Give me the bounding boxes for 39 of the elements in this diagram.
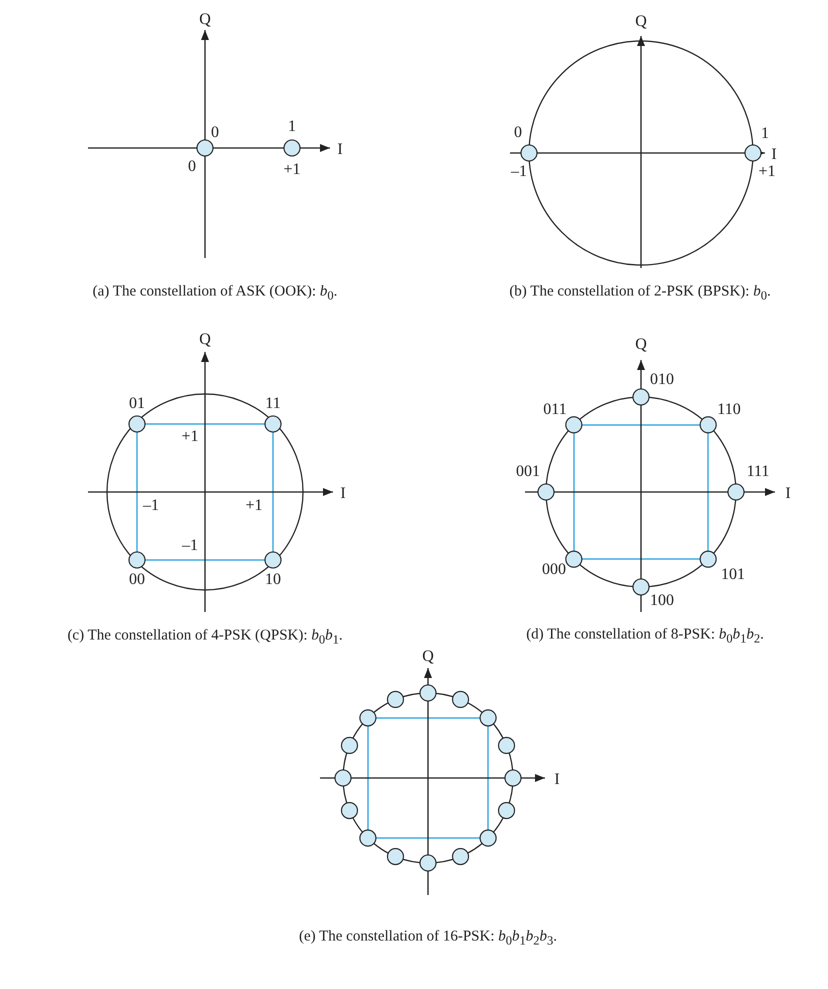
axis-label: I bbox=[337, 142, 343, 158]
figure-caption: (c) The constellation of 4-PSK (QPSK): b$_{0}$b$_{1}$. bbox=[67, 628, 343, 646]
axis-label: I bbox=[340, 486, 346, 502]
bit-label: 0 bbox=[211, 125, 219, 141]
axis-label: Q bbox=[199, 12, 211, 28]
figure-caption: (b) The constellation of 2-PSK (BPSK): b$_{0}$. bbox=[509, 284, 771, 302]
tick-label: –1 bbox=[511, 164, 527, 180]
bit-label: 1 bbox=[761, 126, 769, 142]
bit-label: 000 bbox=[542, 562, 566, 578]
bit-label: 00 bbox=[129, 572, 145, 588]
tick-label: +1 bbox=[245, 498, 263, 514]
bit-label: 011 bbox=[543, 402, 567, 418]
axis-label: Q bbox=[635, 14, 647, 30]
bit-label: 11 bbox=[265, 396, 281, 412]
bit-label: 0 bbox=[514, 125, 522, 141]
axis-label: Q bbox=[199, 332, 211, 348]
bit-label: 101 bbox=[721, 567, 745, 583]
tick-label: +1 bbox=[181, 429, 199, 445]
bit-label: 1 bbox=[288, 119, 296, 135]
bit-label: 001 bbox=[516, 464, 540, 480]
figure-caption: (a) The constellation of ASK (OOK): b$_{0}$. bbox=[92, 284, 338, 302]
bit-label: 10 bbox=[265, 572, 281, 588]
axis-label: Q bbox=[422, 649, 434, 665]
axis-label: I bbox=[785, 486, 791, 502]
axis-label: I bbox=[771, 147, 777, 163]
bit-label: 110 bbox=[717, 402, 741, 418]
bit-label: 010 bbox=[650, 372, 674, 388]
bit-label: 01 bbox=[129, 396, 145, 412]
axis-label: Q bbox=[635, 337, 647, 353]
tick-label: +1 bbox=[283, 162, 301, 178]
tick-label: +1 bbox=[758, 164, 776, 180]
tick-label: –1 bbox=[182, 538, 198, 554]
figure-caption: (d) The constellation of 8-PSK: b$_{0}$b$_{1}$b$_{2}$. bbox=[526, 627, 764, 645]
figure-caption: (e) The constellation of 16-PSK: b$_{0}$b$_{1}$b$_{2}$b$_{3}$. bbox=[298, 929, 558, 947]
tick-label: –1 bbox=[143, 498, 159, 514]
bit-label: 100 bbox=[650, 593, 674, 609]
axis-label: I bbox=[554, 772, 560, 788]
bit-label: 111 bbox=[746, 464, 770, 480]
tick-label: 0 bbox=[188, 159, 196, 175]
